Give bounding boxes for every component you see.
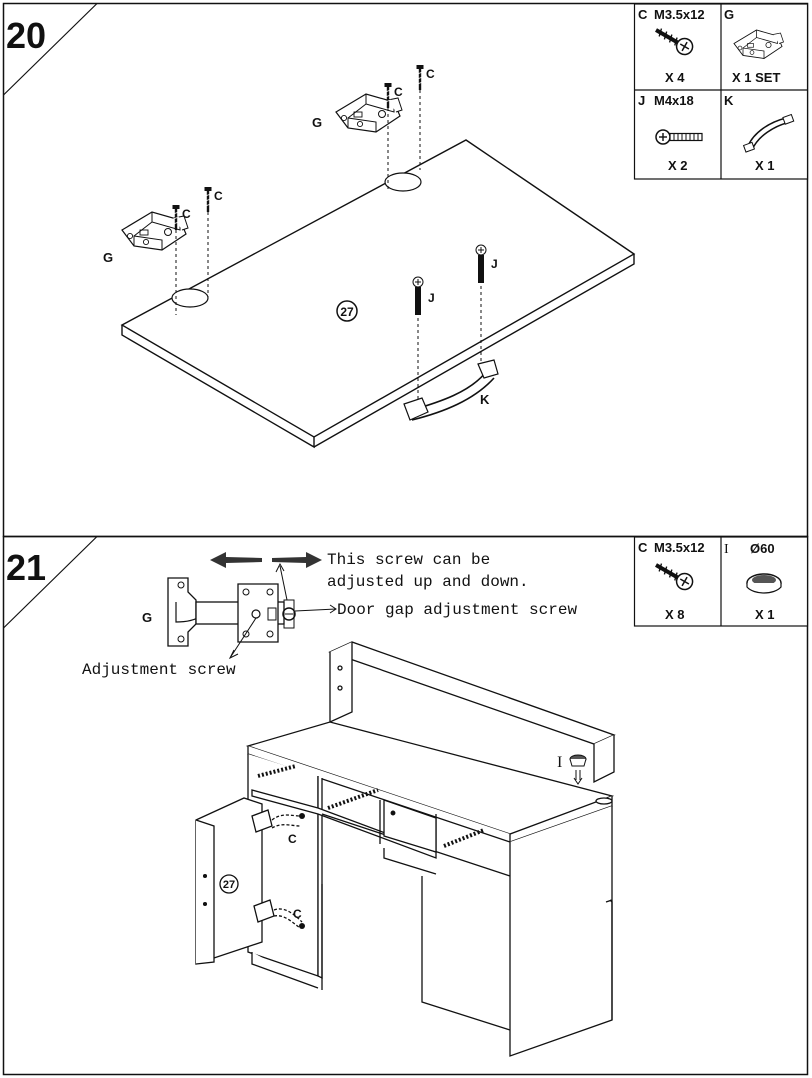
part-c-code-21: C (638, 540, 648, 555)
grommet-icon (746, 573, 782, 594)
step-20-panel: 20 C M3.5x12 X 4 G (2, 2, 809, 538)
wood-screw-icon (655, 563, 694, 591)
note-door-gap: Door gap adjustment screw (337, 601, 577, 619)
panel-27: 27 (120, 139, 636, 449)
part-k-code: K (724, 93, 734, 108)
part-j-qty: X 2 (668, 158, 688, 173)
part-i-qty: X 1 (755, 607, 775, 622)
step-21-number: 21 (6, 547, 46, 588)
step-20-number: 20 (6, 15, 46, 56)
grommet-insert: I (557, 754, 587, 785)
label-k: K (480, 392, 490, 407)
note-up-down-2: adjusted up and down. (327, 573, 529, 591)
label-i: I (557, 754, 562, 771)
double-arrow-icon (210, 552, 322, 568)
part-g-code: G (724, 7, 734, 22)
part-g-qty: X 1 SET (732, 70, 780, 85)
part-i-spec: Ø60 (750, 541, 775, 556)
part-c-spec-21: M3.5x12 (654, 540, 705, 555)
part-j-spec: M4x18 (654, 93, 694, 108)
panel-27-label-21: 27 (223, 879, 235, 891)
part-j-code: J (638, 93, 645, 108)
part-c-qty: X 4 (665, 70, 685, 85)
step-21-parts-table: C M3.5x12 X 8 I Ø60 X 1 (633, 536, 809, 627)
label-c-door-1: C (288, 832, 297, 846)
label-g-right: G (312, 115, 322, 130)
label-g-left: G (103, 250, 113, 265)
note-adjustment: Adjustment screw (82, 661, 236, 679)
handle-k (403, 359, 499, 421)
hinge-right (335, 93, 403, 133)
part-i-code: I (724, 542, 729, 557)
handle-icon (742, 113, 795, 153)
label-c-2: C (214, 189, 223, 203)
screw-j-1 (412, 276, 424, 315)
hinge-detail: G This (82, 551, 577, 679)
label-c-4: C (426, 67, 435, 81)
part-c-code: C (638, 7, 648, 22)
screw-c-2 (203, 185, 213, 214)
label-j-1: J (428, 291, 435, 305)
note-up-down-1: This screw can be (327, 551, 490, 569)
label-c-door-2: C (293, 907, 302, 921)
label-j-2: J (491, 257, 498, 271)
desk-assembly (195, 641, 616, 1057)
label-g-detail: G (142, 610, 152, 625)
part-c-spec: M3.5x12 (654, 7, 705, 22)
machine-screw-icon (655, 129, 703, 145)
label-c-3: C (394, 85, 403, 99)
panel-27-label: 27 (340, 305, 354, 319)
part-k-qty: X 1 (755, 158, 775, 173)
part-c-qty-21: X 8 (665, 607, 685, 622)
screw-j-2 (475, 244, 487, 283)
label-c-1: C (182, 207, 191, 221)
wood-screw-icon (655, 28, 694, 56)
step-21-panel: 21 C M3.5x12 X 8 I Ø60 (2, 535, 809, 1076)
step-20-parts-table: C M3.5x12 X 4 G X 1 SET J M4x18 (633, 3, 809, 180)
screw-c-4 (415, 63, 425, 92)
